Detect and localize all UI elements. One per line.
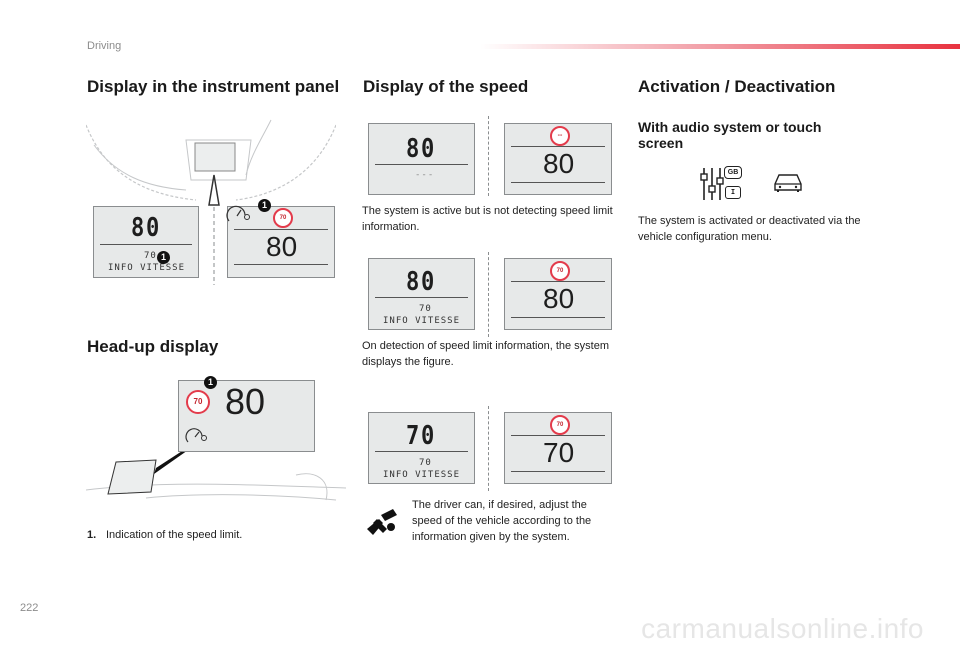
separator bbox=[488, 252, 489, 337]
speed-limit-sign: 70 bbox=[273, 208, 293, 228]
row1-speed-limit-sign: -- bbox=[550, 126, 570, 146]
row3-caption: The driver can, if desired, adjust the s… bbox=[412, 499, 592, 543]
display-divider bbox=[511, 281, 605, 282]
watermark-url: carmanualsonline.info bbox=[641, 613, 924, 644]
windscreen-sketch bbox=[86, 442, 346, 501]
row1-right-display: -- 80 bbox=[504, 123, 612, 195]
row2-speed: 80 bbox=[543, 283, 575, 314]
display-divider bbox=[234, 264, 328, 265]
page-number: 222 bbox=[20, 602, 39, 614]
row2-info-text: INFO VITESSE bbox=[383, 316, 461, 326]
units-badge-i: I bbox=[725, 186, 741, 199]
row2-right-display: 70 80 bbox=[504, 258, 612, 330]
instrument-display-right: 70 80 bbox=[227, 206, 335, 278]
hud-speed-value: 80 bbox=[225, 381, 266, 422]
row3-speed-limit-sign: 70 bbox=[550, 415, 570, 435]
row1-no-limit: --- bbox=[415, 170, 435, 180]
display-divider bbox=[375, 164, 468, 165]
callout-1: 1 bbox=[157, 251, 170, 264]
section-label: Driving bbox=[87, 40, 122, 52]
settings-icon: GB I bbox=[700, 166, 742, 202]
display-divider bbox=[511, 471, 605, 472]
heading-activation: Activation / Deactivation bbox=[638, 77, 836, 96]
row1-speed-value: 80 bbox=[406, 134, 437, 164]
hud-speed-limit-sign: 70 bbox=[186, 390, 210, 414]
row3-right-display: 70 70 bbox=[504, 412, 612, 484]
hud-display: 70 80 bbox=[178, 380, 315, 452]
activation-text: The system is activated or deactivated v… bbox=[638, 215, 861, 243]
separator bbox=[488, 116, 489, 196]
hud-speed-limiter-icon bbox=[185, 428, 207, 443]
row2-speed-limit-sign: 70 bbox=[550, 261, 570, 281]
row2-speed-value: 80 bbox=[406, 267, 437, 297]
row2-left-display: 80 70 INFO VITESSE bbox=[368, 258, 475, 330]
row3-speed-limit-small: 70 bbox=[419, 458, 432, 468]
row1-caption: The system is active but is not detectin… bbox=[362, 205, 613, 233]
display-divider bbox=[511, 435, 605, 436]
legend-text: Indication of the speed limit. bbox=[106, 529, 243, 541]
display-divider bbox=[511, 182, 605, 183]
separator bbox=[488, 406, 489, 491]
instrument-speed-value: 80 bbox=[131, 213, 162, 243]
subheading-audio-system: With audio system or touch screen bbox=[638, 119, 822, 151]
display-divider bbox=[234, 229, 328, 230]
row3-speed: 70 bbox=[543, 437, 575, 468]
display-divider bbox=[375, 297, 468, 298]
language-badge-gb: GB bbox=[724, 166, 742, 179]
callout-1: 1 bbox=[258, 199, 271, 212]
vehicle-icon bbox=[774, 174, 802, 192]
display-divider bbox=[511, 146, 605, 147]
dashboard-sketch bbox=[86, 119, 336, 285]
row3-info-text: INFO VITESSE bbox=[383, 470, 461, 480]
legend-number: 1. bbox=[87, 529, 97, 541]
row1-left-display: 80 --- bbox=[368, 123, 475, 195]
instrument-panel-illustration bbox=[86, 115, 336, 285]
row2-caption: On detection of speed limit information,… bbox=[362, 340, 610, 368]
instrument-speed-limit-small: 70 bbox=[144, 251, 157, 261]
speed-value: 80 bbox=[266, 231, 298, 262]
header-accent-line bbox=[480, 44, 960, 49]
heading-instrument-panel: Display in the instrument panel bbox=[87, 77, 340, 96]
display-divider bbox=[375, 451, 468, 452]
display-divider bbox=[100, 244, 192, 245]
display-divider bbox=[511, 317, 605, 318]
instrument-display-left: 80 70 INFO VITESSE 1 bbox=[93, 206, 199, 278]
speed-limiter-icon bbox=[226, 205, 250, 222]
row3-speed-value: 70 bbox=[406, 421, 437, 451]
sliders-icon bbox=[700, 168, 724, 200]
heading-display-speed: Display of the speed bbox=[363, 77, 529, 96]
heading-head-up-display: Head-up display bbox=[87, 337, 219, 356]
callout-1: 1 bbox=[204, 376, 217, 389]
row1-speed: 80 bbox=[543, 148, 575, 179]
row2-speed-limit-small: 70 bbox=[419, 304, 432, 314]
row3-left-display: 70 70 INFO VITESSE bbox=[368, 412, 475, 484]
driver-adjust-icon bbox=[367, 509, 397, 535]
instrument-info-text: INFO VITESSE bbox=[108, 263, 186, 273]
